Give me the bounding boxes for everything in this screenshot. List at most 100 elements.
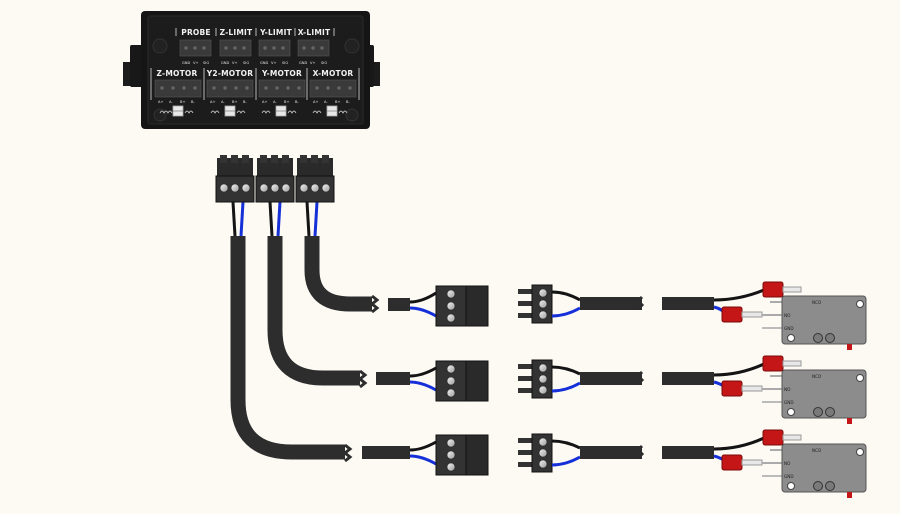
pin-label: GND <box>260 61 268 65</box>
switch-pin-label: NO <box>784 313 791 318</box>
motor-cube-icon <box>275 105 287 117</box>
pin-header <box>518 433 553 473</box>
motor-cube-icon <box>172 105 184 117</box>
coil-icon <box>236 110 246 114</box>
pin-label: A- <box>324 100 328 104</box>
pin-label: B+ <box>335 100 340 104</box>
micro-switch: NCO NO GND <box>721 355 867 424</box>
pin-label: SIG <box>282 61 288 65</box>
micro-switch: NCO NO GND <box>721 281 867 350</box>
stacked-terminal-blocks <box>215 155 335 203</box>
cable <box>580 372 642 385</box>
switch-pin-label: NCO <box>812 374 822 379</box>
terminal-block <box>435 285 489 327</box>
header-label-y-limit: Y-LIMIT <box>259 28 292 37</box>
cable <box>662 372 714 385</box>
terminal-block <box>295 155 335 203</box>
switch-pin-label: GND <box>784 400 794 405</box>
motor-cube-icon <box>224 105 236 117</box>
cable-break <box>635 444 645 460</box>
pin-label: GND <box>299 61 307 65</box>
header-label-y-motor: Y-MOTOR <box>261 69 302 78</box>
header-label-probe: PROBE <box>181 28 211 37</box>
pin-label: SIG <box>203 61 209 65</box>
pin-label: GND <box>221 61 229 65</box>
switch-pin-label: NO <box>784 387 791 392</box>
channel-1: NCO NO GND <box>369 281 867 350</box>
pin-label: B+ <box>284 100 289 104</box>
switch-pin-label: NO <box>784 461 791 466</box>
pin-label: B- <box>243 100 247 104</box>
pin-label: A- <box>221 100 225 104</box>
pin-label: GND <box>182 61 190 65</box>
pin-header <box>518 359 553 399</box>
pin-label: B+ <box>232 100 237 104</box>
pin-label: A- <box>169 100 173 104</box>
pin-label: B- <box>295 100 299 104</box>
motor-cube-icon <box>326 105 338 117</box>
coil-icon <box>184 110 194 114</box>
pin-label: A+ <box>313 100 318 104</box>
cable <box>267 236 360 386</box>
pin-label: A- <box>273 100 277 104</box>
coil-icon <box>210 110 220 114</box>
pin-header <box>518 284 553 324</box>
limit-pin-labels: GND V+ SIG GND V+ SIG GND V+ SIG GND V+ … <box>182 61 327 65</box>
coil-icon <box>287 110 297 114</box>
cable-break <box>342 443 353 463</box>
cable <box>230 236 345 460</box>
cable <box>580 446 642 459</box>
cable-break <box>635 295 645 311</box>
switch-pin-label: GND <box>784 474 794 479</box>
terminal-block <box>435 434 489 476</box>
motor-pin-labels: A+ A- B+ B- A+ A- B+ B- A+ A- B+ B- A+ A… <box>158 100 350 104</box>
pin-label: B- <box>346 100 350 104</box>
cable <box>662 297 714 310</box>
cable <box>388 298 410 311</box>
pin-label: SIG <box>321 61 327 65</box>
coil-icon <box>312 110 322 114</box>
cable <box>580 297 642 310</box>
pin-label: B- <box>191 100 195 104</box>
cable <box>304 236 372 312</box>
channel-2: NCO NO GND <box>357 355 867 424</box>
motor-icons <box>159 105 348 117</box>
cable-break <box>369 294 380 314</box>
pin-label: V+ <box>232 61 237 65</box>
header-label-z-limit: Z-LIMIT <box>220 28 253 37</box>
terminal-block <box>255 155 295 203</box>
micro-switch: NCO NO GND <box>721 429 867 498</box>
coil-icon <box>338 110 348 114</box>
motor-connectors <box>154 79 357 98</box>
switch-pin-label: GND <box>784 326 794 331</box>
coil-icon <box>261 110 271 114</box>
channel-3: NCO NO GND <box>342 429 867 498</box>
pin-label: A+ <box>210 100 215 104</box>
pin-label: V+ <box>193 61 198 65</box>
control-board: PROBE Z-LIMIT Y-LIMIT X-LIMIT GND V+ <box>123 11 380 129</box>
pin-label: A+ <box>262 100 267 104</box>
cable-break <box>635 370 645 386</box>
cable <box>362 446 410 459</box>
cable-break <box>357 369 368 389</box>
header-label-x-motor: X-MOTOR <box>313 69 354 78</box>
limit-connectors <box>179 39 330 57</box>
pin-label: V+ <box>310 61 315 65</box>
board-side-cables <box>230 236 372 460</box>
pin-label: A+ <box>158 100 163 104</box>
stack-wires <box>231 201 319 237</box>
pin-label: V+ <box>271 61 276 65</box>
switch-pin-label: NCO <box>812 300 822 305</box>
coil-icon <box>159 110 173 114</box>
switch-pin-label: NCO <box>812 448 822 453</box>
header-label-y2-motor: Y2-MOTOR <box>206 69 253 78</box>
pin-label: SIG <box>243 61 249 65</box>
pin-label: B+ <box>180 100 185 104</box>
header-label-z-motor: Z-MOTOR <box>157 69 198 78</box>
terminal-block <box>215 155 255 203</box>
cable <box>376 372 410 385</box>
header-label-x-limit: X-LIMIT <box>298 28 331 37</box>
terminal-block <box>435 360 489 402</box>
cable <box>662 446 714 459</box>
